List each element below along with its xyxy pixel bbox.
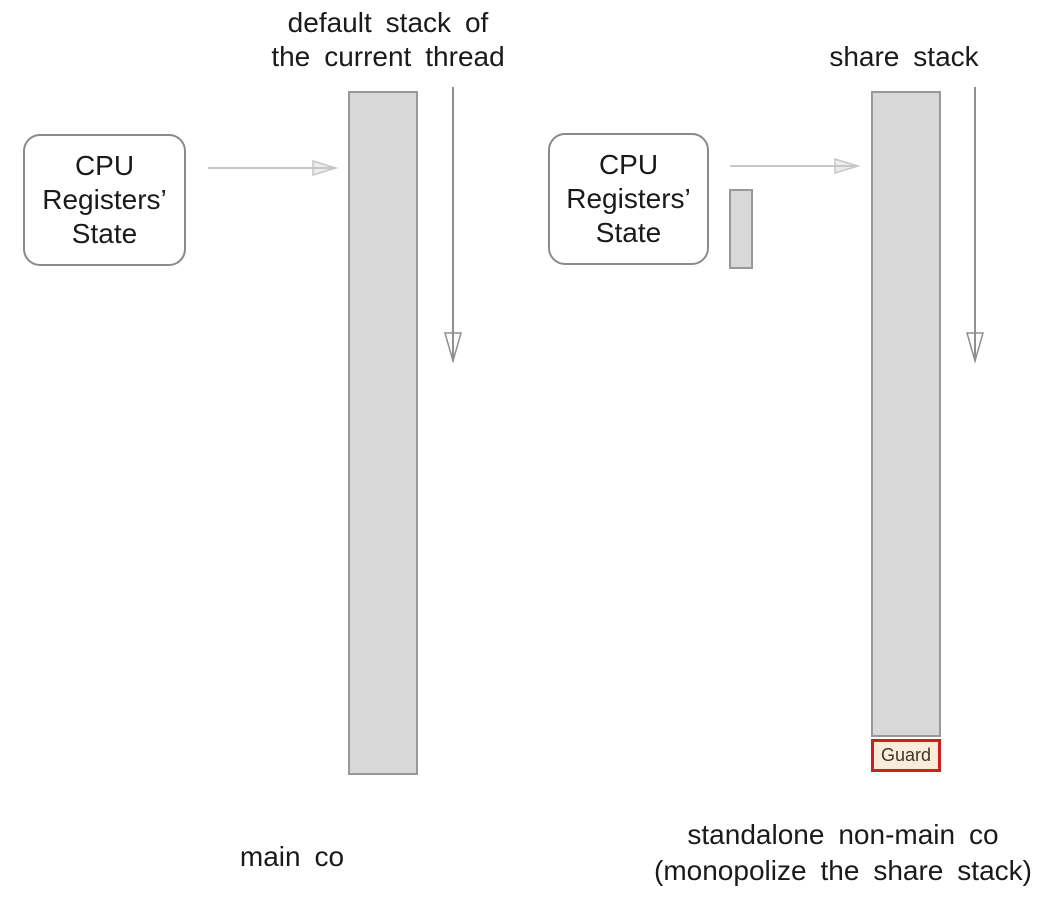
left-stack-title-line2: the current thread [271,41,505,72]
left-cpu-box-line3: State [71,218,138,249]
right-stack-rect [871,91,941,737]
left-stack-title-line1: default stack of [287,7,489,38]
guard-label: Guard [880,745,932,765]
left-cpu-box-line2: Registers’ [42,184,167,215]
right-cpu-box-line2: Registers’ [566,183,691,214]
right-cpu-box-line1: CPU [598,149,659,180]
left-cpu-box-line1: CPU [74,150,135,181]
right-caption-line2: (monopolize the share stack) [654,855,1032,886]
right-stack-title: share stack [829,41,979,72]
right-cpu-registers-box: CPU Registers’ State [548,133,709,265]
left-down-arrow-icon [444,87,462,364]
guard-cell: Guard [871,739,941,772]
left-cpu-registers-box: CPU Registers’ State [23,134,186,266]
right-caption-line1: standalone non-main co [687,819,999,850]
left-stack-title: default stack of the current thread [238,6,538,74]
saved-stack-fragment-rect [729,189,753,269]
left-caption: main co [239,841,345,872]
right-caption: standalone non-main co (monopolize the s… [623,817,1058,889]
right-right-arrow-icon [730,157,861,175]
left-right-arrow-icon [208,159,339,177]
left-stack-rect [348,91,418,775]
right-down-arrow-icon [966,87,984,364]
right-cpu-box-line3: State [595,217,662,248]
